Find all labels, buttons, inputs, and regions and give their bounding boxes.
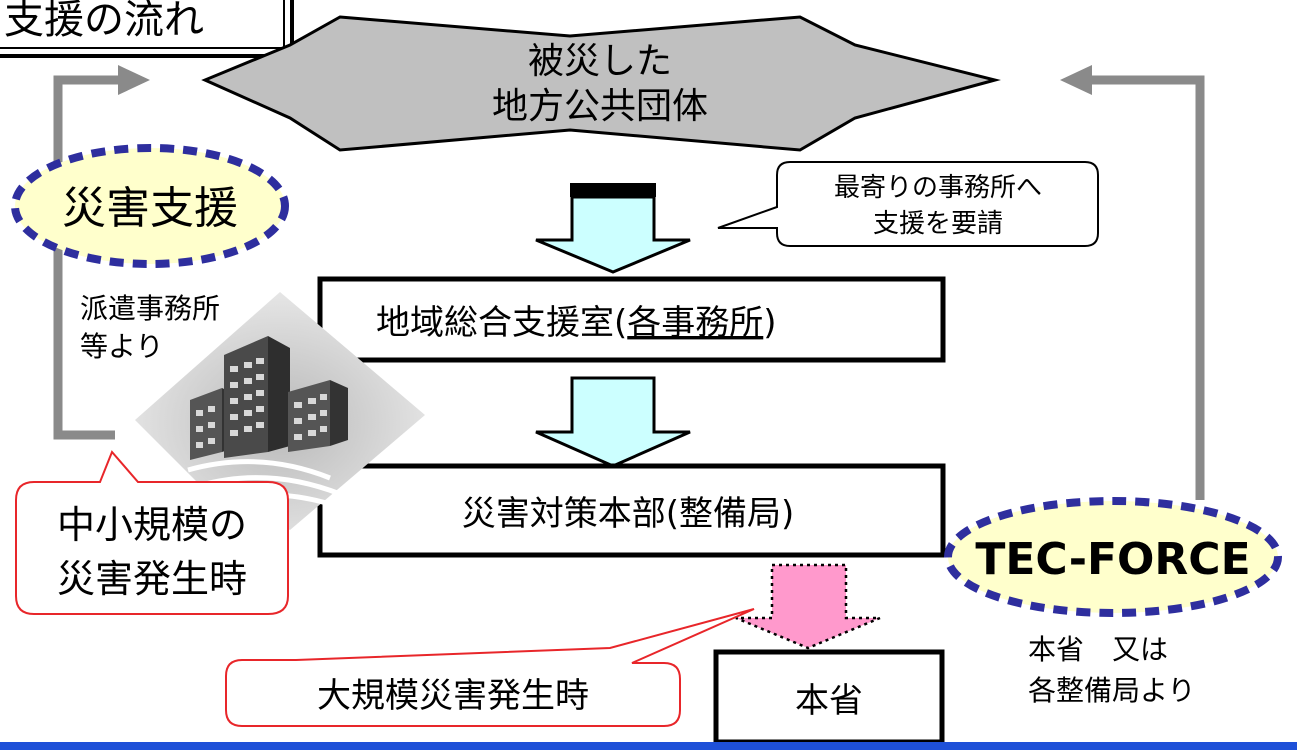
- disaster-support-label: 災害支援: [62, 183, 238, 234]
- left-feedback-line: [53, 65, 150, 440]
- tec-note-line-2: 各整備局より: [1028, 674, 1195, 707]
- small-scale-line-1: 中小規模の: [57, 503, 247, 547]
- large-scale-label: 大規模災害発生時: [317, 676, 589, 716]
- tec-note-line-1: 本省 又は: [1028, 633, 1168, 666]
- page-title: 支援の流れ: [4, 0, 204, 43]
- tec-force-label: TEC-FORCE: [975, 534, 1250, 585]
- large-scale-callout: 大規模災害発生時: [225, 608, 755, 727]
- regional-office-underlined: 各事務所: [627, 303, 763, 343]
- request-arrow: [535, 183, 691, 274]
- regional-office-suffix: ): [763, 303, 776, 343]
- tec-force-oval: TEC-FORCE: [944, 497, 1282, 617]
- svg-text:地域総合支援室(各事務所): 地域総合支援室(各事務所): [376, 303, 777, 343]
- request-callout-line-1: 最寄りの事務所へ: [834, 173, 1042, 203]
- regional-office-prefix: 地域総合支援室(: [376, 303, 627, 343]
- small-scale-line-2: 災害発生時: [57, 557, 247, 601]
- disaster-hq-label: 災害対策本部(整備局): [462, 494, 795, 534]
- office-building-icon: [135, 292, 425, 530]
- ministry-dotted-arrow: [735, 563, 881, 650]
- bottom-bar: [0, 742, 1297, 750]
- right-feedback-line: [1060, 65, 1205, 500]
- small-scale-callout: 中小規模の 災害発生時: [15, 450, 289, 615]
- disaster-hq-box: 災害対策本部(整備局): [317, 463, 946, 558]
- affected-line-2: 地方公共団体: [492, 86, 708, 127]
- disaster-support-oval: 災害支援: [11, 144, 289, 268]
- dispatch-note-line-2: 等より: [80, 330, 163, 363]
- escalation-arrow: [535, 376, 691, 468]
- ministry-box: 本省: [713, 649, 945, 745]
- dispatch-note-line-1: 派遣事務所: [80, 292, 220, 325]
- regional-office-box: 地域総合支援室(各事務所): [317, 276, 946, 363]
- ministry-label: 本省: [795, 681, 863, 721]
- request-callout-line-2: 支援を要請: [873, 209, 1003, 239]
- affected-line-1: 被災した: [528, 41, 672, 82]
- affected-government-burst: 被災した 地方公共団体: [201, 15, 1001, 152]
- request-callout: 最寄りの事務所へ 支援を要請: [717, 161, 1099, 247]
- title-box: 支援の流れ: [0, 0, 294, 58]
